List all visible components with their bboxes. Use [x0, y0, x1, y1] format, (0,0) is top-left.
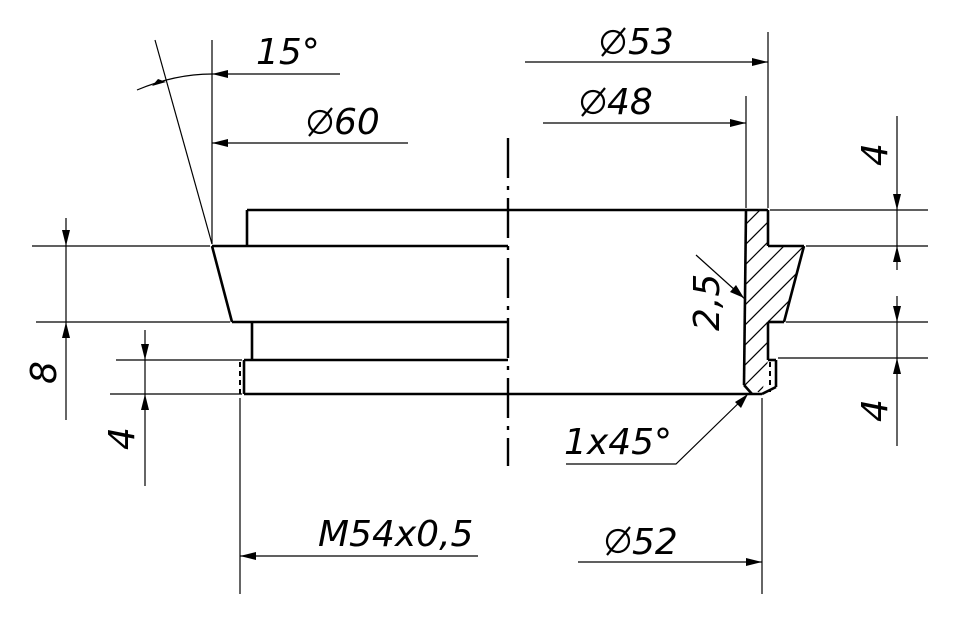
diameter-symbol-icon	[605, 526, 631, 556]
diameter-symbol-icon	[580, 87, 606, 117]
chamfer-1x45-label: 1x45°	[564, 422, 672, 463]
diameter-60-value: 60	[334, 102, 380, 143]
left-8-label: 8	[24, 361, 65, 384]
chamfer-2-5-label: 2,5	[687, 274, 728, 331]
hidden-thread-lines	[239, 362, 771, 394]
diameter-symbol-icon	[600, 27, 626, 57]
diameter-48-label: 48	[580, 82, 653, 123]
diameter-52-label: 52	[605, 522, 678, 563]
diameter-53-value: 53	[628, 22, 674, 63]
left-4-label: 4	[102, 427, 143, 450]
dimension-lines	[62, 58, 901, 566]
diameter-60-label: 60	[307, 102, 380, 143]
diameter-symbol-icon	[307, 107, 333, 137]
diameter-53-label: 53	[600, 22, 674, 63]
right-top-4-label: 4	[855, 143, 896, 166]
part-outline	[210, 208, 806, 396]
extension-lines	[32, 32, 928, 594]
angle-15-label: 15°	[256, 32, 320, 73]
diameter-52-value: 52	[632, 522, 678, 563]
diameter-48-value: 48	[607, 82, 653, 123]
right-bottom-4-label: 4	[855, 399, 896, 422]
dimension-labels: 15° 60 53 48	[24, 22, 896, 563]
thread-label: M54x0,5	[318, 514, 473, 555]
